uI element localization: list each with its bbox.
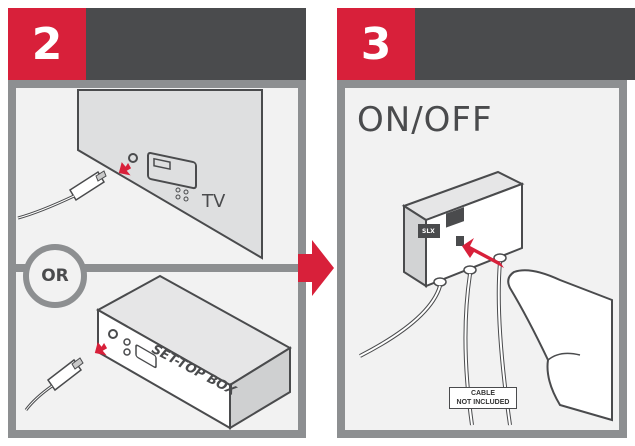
stb-side xyxy=(229,346,291,430)
next-step-arrow xyxy=(298,240,334,296)
hand-illustration xyxy=(507,269,613,422)
device-logo xyxy=(418,224,440,238)
device-left xyxy=(403,204,427,288)
tv-connect-arrow xyxy=(118,162,132,176)
cable-note-line2: NOT INCLUDED xyxy=(456,399,510,406)
step-header-bar xyxy=(415,8,635,80)
step-number: 3 xyxy=(337,8,415,80)
stb-port-panel xyxy=(108,329,157,369)
step-3-header: 3 xyxy=(337,8,635,80)
tv-port-panel xyxy=(147,152,197,202)
cable-note-line1: CABLE xyxy=(470,390,496,397)
step-2-header: 2 xyxy=(8,8,306,80)
or-label: OR xyxy=(41,266,69,286)
device-label-plate xyxy=(446,207,464,228)
tv-coax-plug xyxy=(17,170,107,220)
switch-arrow xyxy=(462,238,504,268)
device-front xyxy=(425,182,523,288)
device-brand: SLX xyxy=(422,228,435,235)
stb-connect-arrow xyxy=(94,342,108,356)
stb-coax-plug xyxy=(24,357,84,411)
device-power-switch[interactable] xyxy=(456,236,464,246)
cable-note: CABLE NOT INCLUDED xyxy=(449,387,517,409)
or-badge: OR xyxy=(23,244,87,308)
tv-label: TV xyxy=(202,191,226,212)
step-number: 2 xyxy=(8,8,86,80)
on-off-title: ON/OFF xyxy=(357,100,493,140)
step-header-bar xyxy=(86,8,306,80)
tv-antenna-socket xyxy=(128,153,138,163)
